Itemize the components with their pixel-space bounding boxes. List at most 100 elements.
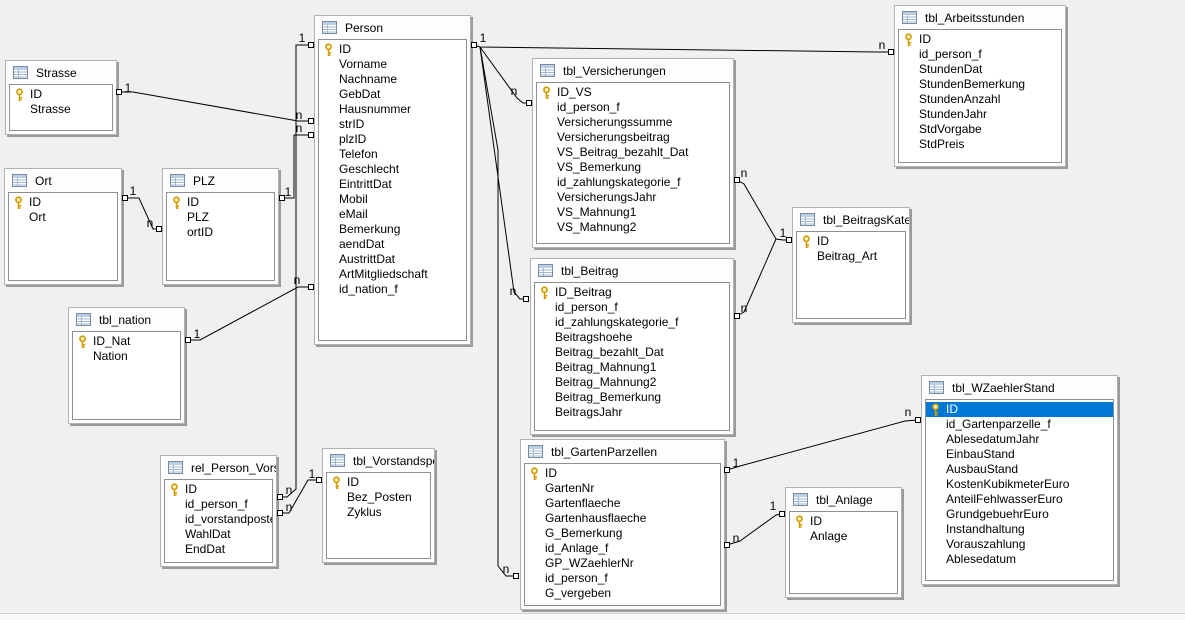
- field-row-id-person-f[interactable]: id_person_f: [537, 100, 729, 115]
- field-row-id[interactable]: ID: [797, 234, 905, 249]
- field-row-id-zahlungskategorie-f[interactable]: id_zahlungskategorie_f: [537, 175, 729, 190]
- field-row-beitrag-art[interactable]: Beitrag_Art: [797, 249, 905, 264]
- relationship-line[interactable]: [280, 44, 311, 498]
- field-row-id[interactable]: ID: [926, 402, 1113, 417]
- field-row-ort[interactable]: Ort: [9, 210, 117, 225]
- field-row-id-beitrag[interactable]: ID_Beitrag: [535, 285, 729, 300]
- field-row-vs-mahnung1[interactable]: VS_Mahnung1: [537, 205, 729, 220]
- table-header-tbl-beitrag[interactable]: tbl_Beitrag: [531, 259, 733, 282]
- field-row-beitragsjahr[interactable]: BeitragsJahr: [535, 405, 729, 420]
- field-row-plz[interactable]: PLZ: [167, 210, 274, 225]
- field-row-ortid[interactable]: ortID: [167, 225, 274, 240]
- field-row-bez-posten[interactable]: Bez_Posten: [327, 490, 430, 505]
- relationship-line[interactable]: [280, 479, 319, 514]
- relationship-line[interactable]: [282, 134, 311, 199]
- table-header-tbl-anlage[interactable]: tbl_Anlage: [786, 488, 901, 511]
- relationship-tbl_Vorstandspos.ID-rel_Person_Vorsta.id_vorstandposte[interactable]: 1n: [277, 467, 322, 516]
- field-row-id[interactable]: ID: [319, 42, 466, 57]
- field-row-id[interactable]: ID: [165, 482, 272, 497]
- field-row-strid[interactable]: strID: [319, 117, 466, 132]
- field-row-gartennr[interactable]: GartenNr: [525, 481, 720, 496]
- relationship-line[interactable]: [479, 46, 516, 577]
- field-row-plzid[interactable]: plzID: [319, 132, 466, 147]
- field-row-id[interactable]: ID: [525, 466, 720, 481]
- field-row-aenddat[interactable]: aendDat: [319, 237, 466, 252]
- field-row-telefon[interactable]: Telefon: [319, 147, 466, 162]
- relationship-tbl_Versicherungen.id_zahlungskategorie_f-tbl_BeitragsKateg.ID[interactable]: n1: [734, 166, 792, 243]
- field-row-id-zahlungskategorie-f[interactable]: id_zahlungskategorie_f: [535, 315, 729, 330]
- field-row-beitrag-mahnung2[interactable]: Beitrag_Mahnung2: [535, 375, 729, 390]
- field-row-enddat[interactable]: EndDat: [165, 542, 272, 557]
- field-row-strasse[interactable]: Strasse: [10, 102, 112, 117]
- field-row-gebdat[interactable]: GebDat: [319, 87, 466, 102]
- field-row-stundenjahr[interactable]: StundenJahr: [899, 107, 1061, 122]
- field-row-id[interactable]: ID: [899, 32, 1061, 47]
- field-row-id-person-f[interactable]: id_person_f: [165, 497, 272, 512]
- table-header-tbl-nation[interactable]: tbl_nation: [69, 308, 184, 331]
- field-row-g-vergeben[interactable]: G_vergeben: [525, 586, 720, 601]
- relationship-PLZ.ID-Person.plzID[interactable]: 1n: [279, 121, 314, 201]
- field-row-id[interactable]: ID: [167, 195, 274, 210]
- field-row-kostenkubikmetereuro[interactable]: KostenKubikmeterEuro: [926, 477, 1113, 492]
- field-row-id-nat[interactable]: ID_Nat: [73, 334, 180, 349]
- field-row-id[interactable]: ID: [790, 514, 897, 529]
- field-row-vs-beitrag-bezahlt-dat[interactable]: VS_Beitrag_bezahlt_Dat: [537, 145, 729, 160]
- field-row-artmitgliedschaft[interactable]: ArtMitgliedschaft: [319, 267, 466, 282]
- field-row-id-vorstandposte[interactable]: id_vorstandposte: [165, 512, 272, 527]
- field-row-vorname[interactable]: Vorname: [319, 57, 466, 72]
- field-row-beitrag-mahnung1[interactable]: Beitrag_Mahnung1: [535, 360, 729, 375]
- table-header-tbl-gartenparzellen[interactable]: tbl_GartenParzellen: [521, 440, 724, 463]
- field-row-versicherungssumme[interactable]: Versicherungssumme: [537, 115, 729, 130]
- table-header-tbl-arbeitsstunden[interactable]: tbl_Arbeitsstunden: [895, 6, 1065, 29]
- relationship-line[interactable]: [726, 419, 919, 471]
- relationship-tbl_nation.ID_Nat-Person.id_nation_f[interactable]: 1n: [185, 273, 314, 343]
- field-row-stundendat[interactable]: StundenDat: [899, 62, 1061, 77]
- field-row-ablesedatumjahr[interactable]: AblesedatumJahr: [926, 432, 1113, 447]
- field-row-versicherungsjahr[interactable]: VersicherungsJahr: [537, 190, 729, 205]
- field-row-id-person-f[interactable]: id_person_f: [525, 571, 720, 586]
- relationship-Person.ID-tbl_Beitrag.id_person_f[interactable]: n: [479, 46, 529, 302]
- field-row-id-person-f[interactable]: id_person_f: [899, 47, 1061, 62]
- field-row-mobil[interactable]: Mobil: [319, 192, 466, 207]
- table-header-tbl-versicherungen[interactable]: tbl_Versicherungen: [533, 59, 733, 82]
- relationship-line[interactable]: [119, 91, 311, 122]
- field-row-vs-mahnung2[interactable]: VS_Mahnung2: [537, 220, 729, 235]
- field-row-anlage[interactable]: Anlage: [790, 529, 897, 544]
- table-header-rel-person-vorsta[interactable]: rel_Person_Vorsta: [161, 456, 276, 479]
- field-row-stundenanzahl[interactable]: StundenAnzahl: [899, 92, 1061, 107]
- relationship-tbl_Beitrag.id_zahlungskategorie_f-tbl_BeitragsKateg.ID[interactable]: n: [734, 238, 777, 319]
- relationship-Person.ID-rel_Person_Vorsta.id_person_f[interactable]: 1n: [277, 31, 314, 500]
- field-row-einbaustand[interactable]: EinbauStand: [926, 447, 1113, 462]
- relationship-line[interactable]: [188, 286, 311, 341]
- field-row-instandhaltung[interactable]: Instandhaltung: [926, 522, 1113, 537]
- field-row-beitragshoehe[interactable]: Beitragshoehe: [535, 330, 729, 345]
- table-header-person[interactable]: Person: [315, 16, 470, 39]
- field-row-ausbaustand[interactable]: AusbauStand: [926, 462, 1113, 477]
- field-row-id-anlage-f[interactable]: id_Anlage_f: [525, 541, 720, 556]
- field-row-bemerkung[interactable]: Bemerkung: [319, 222, 466, 237]
- relationship-line[interactable]: [125, 197, 159, 230]
- field-row-gp-wzaehlernr[interactable]: GP_WZaehlerNr: [525, 556, 720, 571]
- field-row-eintrittdat[interactable]: EintrittDat: [319, 177, 466, 192]
- field-row-gartenflaeche[interactable]: Gartenflaeche: [525, 496, 720, 511]
- field-row-zyklus[interactable]: Zyklus: [327, 505, 430, 520]
- table-header-tbl-vorstandspos[interactable]: tbl_Vorstandspos: [323, 449, 434, 472]
- relationship-tbl_GartenParzellen.id_Anlage_f-tbl_Anlage.ID[interactable]: n1: [724, 499, 785, 548]
- relationship-Person.ID-tbl_Versicherungen.id_person_f[interactable]: n: [479, 46, 532, 106]
- field-row-email[interactable]: eMail: [319, 207, 466, 222]
- field-row-nation[interactable]: Nation: [73, 349, 180, 364]
- relationship-tbl_GartenParzellen.ID-tbl_WZaehlerStand.id_Gartenparzelle_f[interactable]: 1n: [724, 405, 921, 473]
- relationship-line[interactable]: [479, 46, 529, 104]
- field-row-ablesedatum[interactable]: Ablesedatum: [926, 552, 1113, 567]
- field-row-wahldat[interactable]: WahlDat: [165, 527, 272, 542]
